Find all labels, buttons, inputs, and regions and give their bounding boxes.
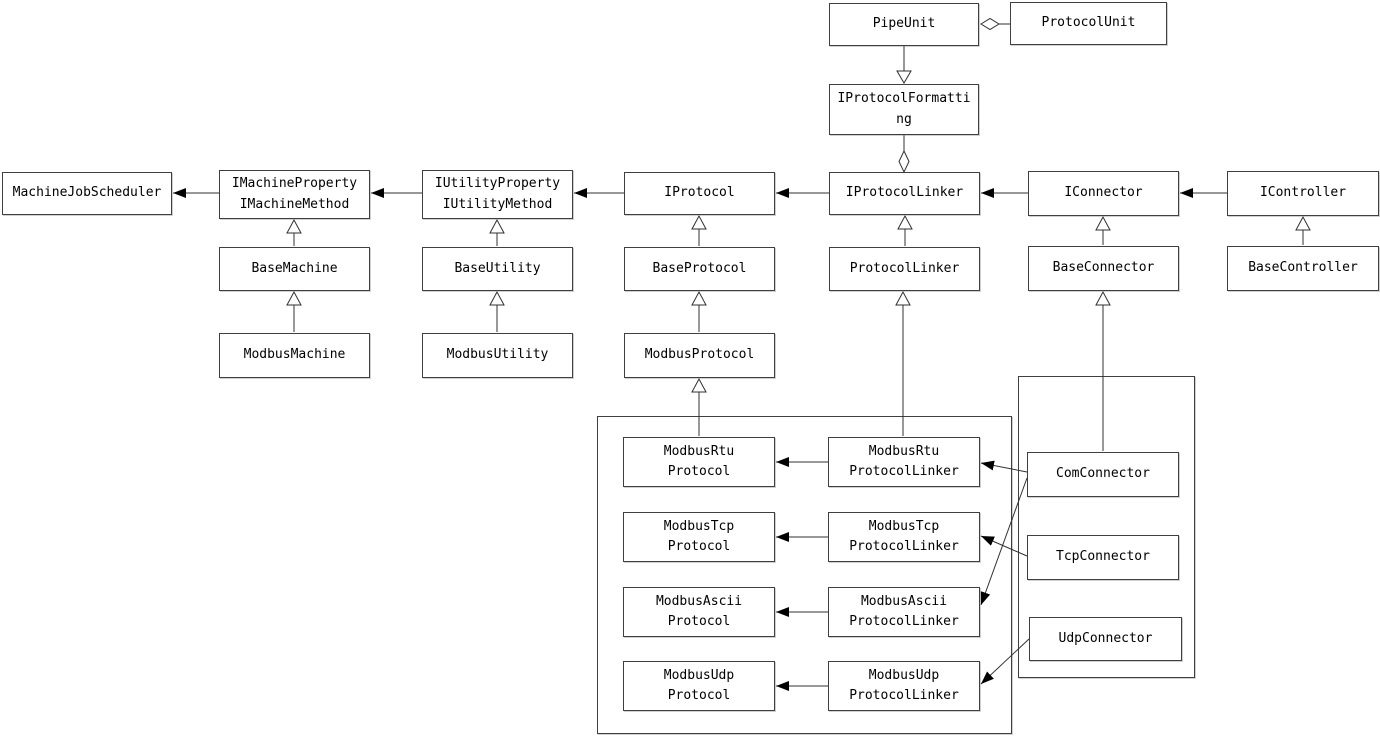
class-label: ModbusUtility — [446, 347, 549, 363]
class-label: BaseProtocol — [652, 260, 747, 276]
class-box-iprotocol: IProtocol — [624, 172, 775, 215]
class-box-icontroller: IController — [1227, 171, 1379, 216]
class-label-line2: Protocol — [667, 464, 731, 479]
class-label: BaseMachine — [251, 260, 338, 276]
class-box-modbusudpprotocol: ModbusUdp Protocol — [623, 661, 775, 711]
edge-baseutility-to-iutility — [489, 218, 505, 246]
class-box-protocolunit: ProtocolUnit — [1010, 2, 1167, 45]
class-label-line2: Protocol — [667, 614, 731, 629]
class-box-pipeunit: PipeUnit — [829, 3, 979, 46]
class-box-protocollinker: ProtocolLinker — [829, 247, 980, 291]
class-label: IProtocol — [664, 185, 735, 201]
class-label-line2: ProtocolLinker — [849, 688, 959, 703]
class-label: PipeUnit — [872, 16, 936, 32]
class-label-line1: ModbusUdp — [663, 667, 735, 683]
class-box-modbusprotocol: ModbusProtocol — [624, 333, 775, 378]
class-label: BaseController — [1248, 260, 1358, 276]
edge-basemachine-to-imachine — [286, 218, 302, 246]
class-label: BaseUtility — [454, 260, 541, 276]
class-box-udpconnector: UdpConnector — [1029, 617, 1182, 661]
class-label-line1: ModbusAscii — [860, 593, 948, 609]
class-label-line1: IUtilityProperty — [434, 176, 561, 192]
class-box-modbusasciiprotocol: ModbusAscii Protocol — [623, 587, 775, 637]
class-label-line1: ModbusRtu — [663, 443, 735, 459]
class-box-comconnector: ComConnector — [1027, 452, 1179, 497]
class-box-iprotocolformatting: IProtocolFormatti ng — [829, 84, 979, 135]
edge-protocolunit-aggregated-by-pipeunit — [980, 17, 1010, 31]
class-box-modbusudpprotocollinker: ModbusUdp ProtocolLinker — [828, 661, 980, 711]
class-label-line1: ModbusRtu — [868, 443, 940, 459]
edge-modbusmachine-to-basemachine — [286, 290, 302, 332]
class-label-line2: IUtilityMethod — [442, 196, 553, 212]
edge-baseprotocol-to-iprotocol — [691, 214, 707, 246]
class-label-line2: ProtocolLinker — [849, 464, 959, 479]
class-box-iutility: IUtilityProperty IUtilityMethod — [422, 170, 573, 219]
class-label-line1: ModbusTcp — [663, 518, 735, 534]
edge-pipeunit-to-iprotocolformatting — [896, 46, 912, 84]
class-box-basecontroller: BaseController — [1227, 246, 1379, 291]
class-box-baseutility: BaseUtility — [422, 247, 573, 291]
class-label-line2: IMachineMethod — [239, 196, 350, 212]
class-label: UdpConnector — [1058, 630, 1153, 646]
class-box-tcpconnector: TcpConnector — [1027, 535, 1179, 580]
class-label: ProtocolLinker — [849, 260, 960, 276]
edge-protocollinker-to-iprotocollinker — [897, 214, 913, 246]
edge-modbusrtulinker-to-protocollinker — [895, 290, 911, 436]
class-label: IProtocolLinker — [845, 185, 964, 201]
class-label: ProtocolUnit — [1041, 15, 1136, 31]
class-box-baseprotocol: BaseProtocol — [624, 247, 775, 291]
class-label-line1: ModbusUdp — [868, 667, 940, 683]
class-label: TcpConnector — [1056, 549, 1150, 565]
class-label-line2: ProtocolLinker — [849, 614, 959, 629]
class-label: ModbusProtocol — [644, 347, 755, 363]
class-label: IConnector — [1064, 185, 1143, 201]
class-label: ModbusMachine — [243, 347, 346, 363]
class-label-line2: Protocol — [667, 539, 731, 554]
edge-basecontroller-to-icontroller — [1295, 215, 1311, 245]
edge-baseconnector-to-iconnector — [1095, 215, 1111, 245]
class-box-modbusrtuprotocollinker: ModbusRtu ProtocolLinker — [828, 437, 980, 487]
class-box-machinejobscheduler: MachineJobScheduler — [2, 172, 172, 215]
class-box-iconnector: IConnector — [1028, 171, 1179, 216]
class-label: BaseConnector — [1052, 260, 1155, 276]
class-box-modbusutility: ModbusUtility — [422, 333, 573, 378]
class-label-line1: ModbusAscii — [655, 593, 743, 609]
class-label-line1: IMachineProperty — [231, 176, 358, 192]
class-box-modbustcpprotocollinker: ModbusTcp ProtocolLinker — [828, 512, 980, 562]
class-box-basemachine: BaseMachine — [219, 247, 370, 291]
class-label-line1: ModbusTcp — [868, 518, 940, 534]
class-box-modbusasciiprotocollinker: ModbusAscii ProtocolLinker — [828, 587, 980, 637]
edge-iprotocollinker-aggregated-by-iprotocolformatting — [898, 135, 910, 174]
class-label-line1: IProtocolFormatti — [837, 91, 971, 107]
class-label-line2: ProtocolLinker — [849, 539, 959, 554]
class-box-modbustcpprotocol: ModbusTcp Protocol — [623, 512, 775, 562]
edge-modbusutility-to-baseutility — [489, 290, 505, 332]
class-label-line2: Protocol — [667, 688, 731, 703]
class-label-line2: ng — [896, 111, 912, 127]
class-box-imachine: IMachineProperty IMachineMethod — [219, 170, 370, 219]
class-label: IController — [1259, 185, 1347, 201]
class-label: MachineJobScheduler — [12, 185, 162, 201]
edge-modbusprotocol-to-baseprotocol — [691, 290, 707, 332]
class-box-baseconnector: BaseConnector — [1028, 246, 1179, 291]
class-box-modbusrtuprotocol: ModbusRtu Protocol — [623, 437, 775, 487]
class-box-iprotocollinker: IProtocolLinker — [829, 172, 980, 215]
class-label: ComConnector — [1056, 466, 1150, 482]
class-box-modbusmachine: ModbusMachine — [219, 333, 370, 378]
